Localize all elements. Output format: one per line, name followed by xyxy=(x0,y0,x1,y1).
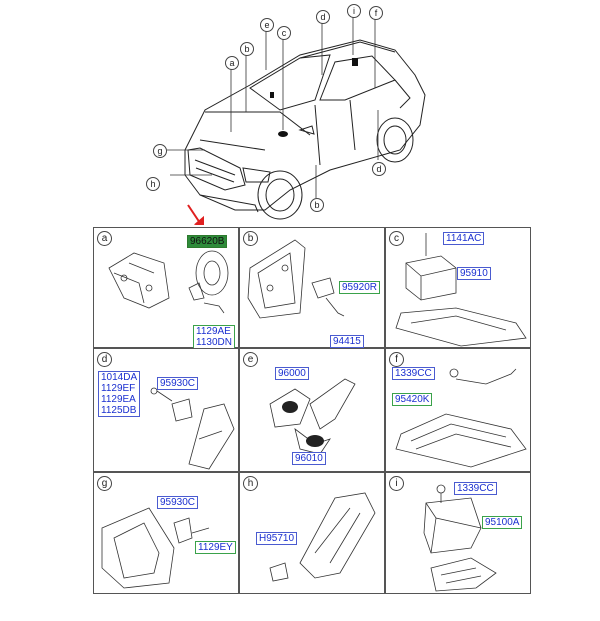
callout-e[interactable]: e xyxy=(260,18,274,32)
panel-g: g 95930C 1129EY xyxy=(93,472,239,594)
part-1339CC-module[interactable]: 1339CC xyxy=(454,482,497,495)
part-1125DB[interactable]: 1125DB xyxy=(101,405,137,416)
callout-d-side[interactable]: d xyxy=(372,162,386,176)
front-impact-sensor-drawing xyxy=(269,492,376,582)
callout-f[interactable]: f xyxy=(369,6,383,20)
panel-c-label: c xyxy=(389,231,404,246)
part-1141AC[interactable]: 1141AC xyxy=(443,232,485,245)
part-96010[interactable]: 96010 xyxy=(292,452,326,465)
part-1014DA[interactable]: 1014DA xyxy=(101,372,138,383)
panel-e-label: e xyxy=(243,352,258,367)
part-95910[interactable]: 95910 xyxy=(457,267,491,280)
panel-h: h H95710 xyxy=(239,472,385,594)
callout-g[interactable]: g xyxy=(153,144,167,158)
panel-h-label: h xyxy=(243,476,258,491)
panel-i-label: i xyxy=(389,476,404,491)
front-sensor-drawing xyxy=(101,507,210,589)
callout-c[interactable]: c xyxy=(277,26,291,40)
part-H95710[interactable]: H95710 xyxy=(256,532,298,545)
panel-c: c 1141AC 95910 xyxy=(385,227,531,348)
part-95920R[interactable]: 95920R xyxy=(339,281,381,294)
part-1339CC-floor[interactable]: 1339CC xyxy=(392,367,435,380)
clock-spring-drawing xyxy=(269,378,356,455)
part-1129EA[interactable]: 1129EA xyxy=(101,394,136,405)
airbag-module-drawing xyxy=(395,233,527,347)
callout-b-bottom[interactable]: b xyxy=(310,198,324,212)
part-95930C-side[interactable]: 95930C xyxy=(157,377,199,390)
side-sensor-drawing xyxy=(150,387,235,470)
seat-sensor-drawing xyxy=(395,368,527,468)
door-sensor-drawing xyxy=(247,239,345,319)
callout-b-top[interactable]: b xyxy=(240,42,254,56)
part-96000[interactable]: 96000 xyxy=(275,367,309,380)
part-95100A[interactable]: 95100A xyxy=(482,516,523,529)
part-1129EF[interactable]: 1129EF xyxy=(101,383,136,394)
panel-f-label: f xyxy=(389,352,404,367)
panel-d: d 1014DA 1129EF 1129EA 1125DB 95930C xyxy=(93,348,239,472)
part-1130DN[interactable]: 1130DN xyxy=(196,337,232,348)
part-1129AE[interactable]: 1129AE xyxy=(196,326,231,337)
part-94415[interactable]: 94415 xyxy=(330,335,364,348)
part-1129EY[interactable]: 1129EY xyxy=(195,541,236,554)
callout-i[interactable]: i xyxy=(347,4,361,18)
part-95420K[interactable]: 95420K xyxy=(392,393,433,406)
car-illustration xyxy=(167,16,426,225)
panel-f: f 1339CC 95420K xyxy=(385,348,531,472)
panel-d-label: d xyxy=(97,352,112,367)
callout-d-top[interactable]: d xyxy=(316,10,330,24)
part-95930C-front[interactable]: 95930C xyxy=(157,496,199,509)
panel-b: b 95920R 94415 xyxy=(239,227,385,348)
part-group-a-bolts: 1129AE 1130DN xyxy=(193,325,235,349)
callout-h[interactable]: h xyxy=(146,177,160,191)
part-96620B[interactable]: 96620B xyxy=(187,235,228,248)
panel-a-label: a xyxy=(97,231,112,246)
panel-i: i 1339CC 95100A xyxy=(385,472,531,594)
callout-a[interactable]: a xyxy=(225,56,239,70)
panel-a: a 96620B 1129AE 1130DN xyxy=(93,227,239,349)
control-module-drawing xyxy=(423,484,497,592)
panel-g-label: g xyxy=(97,476,112,491)
panel-b-label: b xyxy=(243,231,258,246)
part-group-d-bolts: 1014DA 1129EF 1129EA 1125DB xyxy=(98,371,141,417)
panel-e: e 96000 96010 xyxy=(239,348,385,472)
horn-bracket-drawing xyxy=(108,250,229,314)
